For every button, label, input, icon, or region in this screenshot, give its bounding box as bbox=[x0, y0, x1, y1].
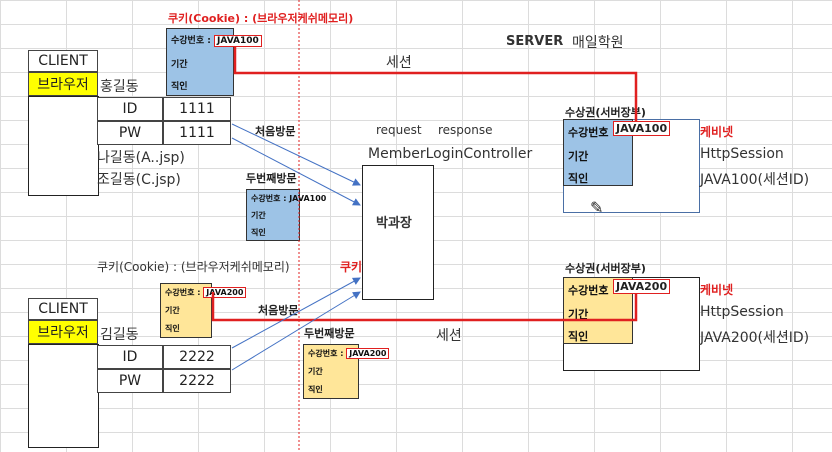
clerk-box bbox=[362, 165, 434, 300]
controller-label: MemberLoginController bbox=[368, 146, 533, 162]
client2-pw-value: 2222 bbox=[163, 369, 231, 393]
client1-body bbox=[28, 96, 99, 196]
server2-httpsession: HttpSession bbox=[700, 304, 784, 320]
session-label-top: 세션 bbox=[386, 55, 412, 71]
card-period: 기간 bbox=[165, 306, 180, 315]
card-value: JAVA200 bbox=[346, 348, 390, 359]
card-seal: 직인 bbox=[308, 385, 323, 394]
server1-title: 수상권(서버장부) bbox=[565, 106, 646, 119]
server1-session-id-box: JAVA100 bbox=[613, 121, 671, 136]
client2-browser: 브라우저 bbox=[28, 320, 98, 344]
cookie-card-java100: 수강번호 : JAVA100 기간 직인 bbox=[166, 28, 262, 96]
card-period: 기간 bbox=[251, 211, 266, 220]
card-key: 수강번호 : bbox=[171, 36, 211, 46]
card-value: JAVA100 bbox=[214, 35, 262, 47]
bottom-cookie-label: 쿠키(Cookie) : (브라우저케쉬메모리) bbox=[97, 260, 290, 274]
client1-id-label: ID bbox=[97, 97, 163, 121]
card-period: 기간 bbox=[568, 308, 589, 321]
academy-name: 매일학원 bbox=[572, 35, 624, 51]
server2-session-id-box: JAVA200 bbox=[613, 279, 671, 294]
client1-pw-label: PW bbox=[97, 121, 163, 145]
first-visit-label-1: 처음방문 bbox=[255, 125, 296, 138]
cookie-card-java100-second: 수강번호 : JAVA100 기간 직인 bbox=[246, 189, 326, 241]
card-key: 수강번호 : bbox=[165, 288, 201, 297]
server1-httpsession: HttpSession bbox=[700, 146, 784, 162]
pencil-cursor-icon: ✎ bbox=[590, 198, 604, 217]
server1-session-id: JAVA100(세션ID) bbox=[700, 172, 810, 188]
client1-user: 홍길동 bbox=[100, 79, 139, 95]
card-key: 수강번호 : bbox=[568, 126, 617, 139]
second-visit-label-2: 두번째방문 bbox=[304, 327, 355, 340]
client2-id-value: 2222 bbox=[163, 345, 231, 369]
card-seal: 직인 bbox=[568, 330, 589, 343]
cookie-short-label: 쿠키 bbox=[340, 260, 363, 274]
card-key: 수강번호 : bbox=[568, 284, 617, 297]
card-seal: 직인 bbox=[568, 172, 589, 185]
client1-other1: 나길동(A..jsp) bbox=[97, 150, 185, 166]
client2-title: CLIENT bbox=[28, 298, 98, 320]
card-period: 기간 bbox=[171, 60, 188, 70]
top-cookie-label: 쿠키(Cookie) : (브라우저케쉬메모리) bbox=[168, 12, 354, 25]
client1-other2: 조길동(C.jsp) bbox=[97, 172, 181, 188]
card-seal: 직인 bbox=[165, 324, 180, 333]
client1-browser: 브라우저 bbox=[28, 72, 98, 96]
second-visit-label-1: 두번째방문 bbox=[246, 172, 297, 185]
card-value: JAVA200 bbox=[203, 287, 247, 298]
cookie-card-java200-second: 수강번호 : JAVA200 기간 직인 bbox=[303, 344, 390, 399]
client1-id-value: 1111 bbox=[163, 97, 231, 121]
client2-user: 김길동 bbox=[100, 327, 139, 343]
server2-title: 수상권(서버장부) bbox=[565, 262, 646, 275]
server-label: SERVER bbox=[506, 34, 564, 49]
server2-session-id: JAVA200(세션ID) bbox=[700, 330, 810, 346]
server2-cabinet: 케비넷 bbox=[700, 283, 734, 297]
client2-body bbox=[28, 344, 99, 448]
request-label: request bbox=[376, 123, 422, 137]
client1-title: CLIENT bbox=[28, 50, 98, 72]
card-seal: 직인 bbox=[171, 82, 188, 92]
server1-cabinet: 케비넷 bbox=[700, 125, 734, 139]
card-key-value: 수강번호 : JAVA100 bbox=[251, 194, 327, 203]
server1-card: 수강번호 : 기간 직인 bbox=[563, 119, 633, 186]
card-seal: 직인 bbox=[251, 228, 266, 237]
response-label: response bbox=[438, 123, 493, 137]
cookie-card-java200: 수강번호 : JAVA200 기간 직인 bbox=[160, 283, 247, 338]
clerk-label: 박과장 bbox=[376, 216, 412, 231]
card-period: 기간 bbox=[568, 150, 589, 163]
first-visit-label-2: 처음방문 bbox=[258, 304, 299, 317]
session-label-bottom: 세션 bbox=[436, 328, 462, 344]
card-period: 기간 bbox=[308, 367, 323, 376]
card-key: 수강번호 : bbox=[308, 349, 344, 358]
client2-id-label: ID bbox=[97, 345, 163, 369]
client1-pw-value: 1111 bbox=[163, 121, 231, 145]
client2-pw-label: PW bbox=[97, 369, 163, 393]
